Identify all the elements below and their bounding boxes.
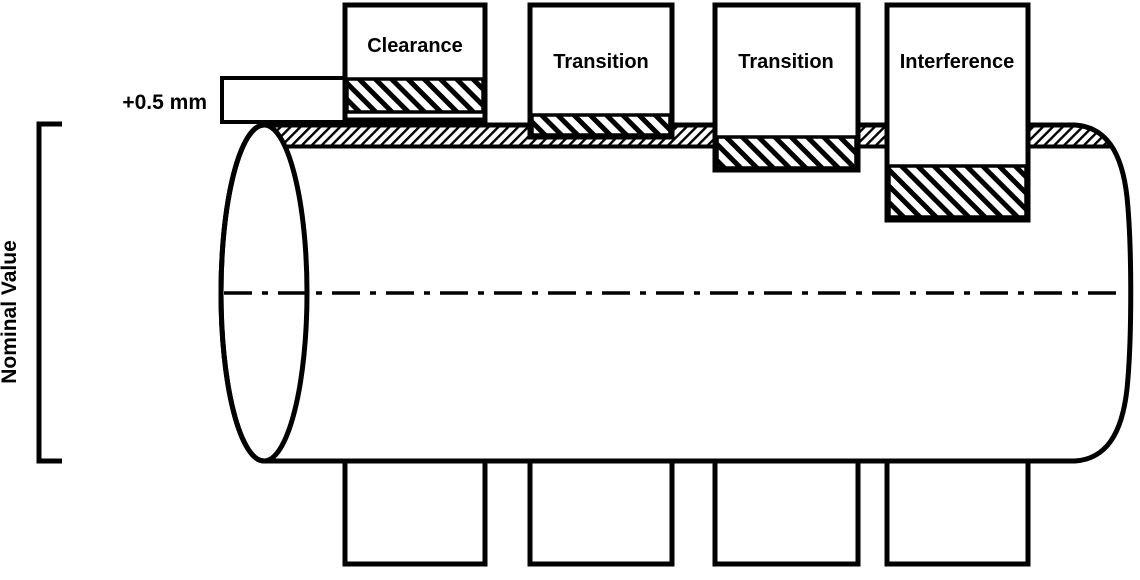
fit-overlap-hatch-transition-1 bbox=[530, 113, 672, 137]
fit-label-clearance: Clearance bbox=[367, 35, 463, 57]
fit-box-interference: Interference bbox=[884, 2, 1031, 223]
fit-overlap-hatch-clearance bbox=[345, 77, 485, 114]
fit-box-transition-2: Transition bbox=[712, 2, 861, 173]
fit-label-transition-1: Transition bbox=[553, 51, 649, 73]
hub-section-bottom-2 bbox=[527, 458, 675, 567]
fit-box-clearance: Clearance bbox=[342, 2, 488, 123]
fit-overlap-hatch-transition-2 bbox=[715, 135, 858, 170]
tolerance-label: +0.5 mm bbox=[122, 91, 207, 114]
fit-label-transition-2: Transition bbox=[738, 51, 834, 73]
nominal-value-label: Nominal Value bbox=[0, 240, 21, 384]
nominal-value-bracket bbox=[36, 121, 62, 464]
hub-section-bottom-4 bbox=[884, 458, 1031, 567]
hub-section-bottom-3 bbox=[712, 458, 861, 567]
fit-label-interference: Interference bbox=[900, 51, 1015, 73]
tolerance-reference-box bbox=[220, 76, 347, 124]
hub-section-bottom-1 bbox=[342, 458, 488, 567]
fit-box-transition-1: Transition bbox=[527, 2, 675, 140]
fit-overlap-hatch-interference bbox=[887, 164, 1028, 219]
